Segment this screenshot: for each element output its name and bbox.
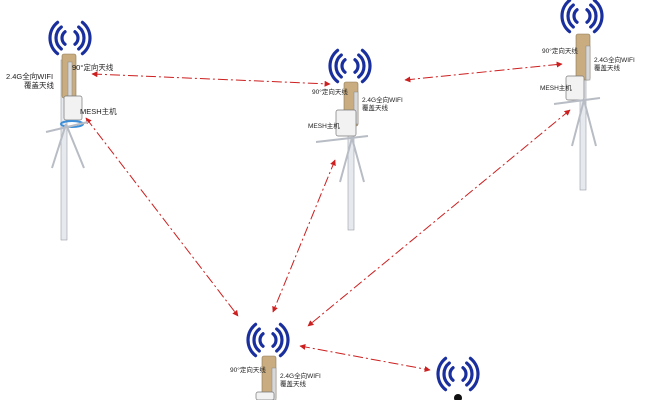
omni-antenna-label-line1: 2.4G全向WIFI [6,71,53,81]
mesh-host-box [335,109,357,137]
wifi-wave-arc [340,58,347,74]
node-top-left: 90°定向天线 2.4G全向WIFI 覆盖天线 MESH主机 [6,20,117,241]
wifi-wave-arc [271,332,278,348]
wifi-wave-arc [328,48,340,84]
mesh-host-box [255,391,275,400]
wifi-wave-arc [275,327,284,353]
wifi-wave-arc [278,322,290,358]
wifi-wave-arc [468,356,480,392]
wifi-wave-arc [448,366,455,382]
node-bottom-right-partial [436,356,480,400]
omni-antenna-label-line2: 覆盖天线 [594,63,621,72]
wifi-signal-icon [436,356,480,392]
link-topleft-bottom [85,117,239,317]
omni-antenna [585,45,591,81]
mesh-host-label: MESH主机 [308,121,340,130]
mount-arms [315,135,369,183]
mount-arms [553,97,601,147]
wifi-signal-icon [328,48,372,84]
antenna-top [454,394,462,400]
sector-antenna-label: 90°定向天线 [230,365,266,374]
wifi-wave-arc [360,48,372,84]
omni-antenna-label-line1: 2.4G全向WIFI [280,371,321,380]
mesh-host-box [565,75,585,101]
wifi-wave-arc [436,356,448,392]
sector-antenna-label: 90°定向天线 [542,46,578,55]
sector-antenna-label: 90°定向天线 [312,87,348,96]
link-topcenter-topright [404,61,563,83]
wifi-wave-arc [48,20,60,56]
wifi-wave-arc [592,0,604,34]
links [85,61,571,372]
wifi-wave-arc [572,8,579,24]
wifi-wave-arc [560,0,572,34]
link-topleft-topcenter [91,71,331,87]
node-bottom-center: 90°定向天线 2.4G全向WIFI 覆盖天线 [230,322,321,400]
omni-antenna-label-line1: 2.4G全向WIFI [594,55,635,64]
wifi-wave-arc [461,366,468,382]
mesh-host-label: MESH主机 [80,106,117,116]
wifi-signal-icon [246,322,290,358]
wifi-wave-arc [589,3,598,29]
omni-antenna-label-line2: 覆盖天线 [280,379,307,388]
omni-antenna [271,367,277,400]
wifi-wave-arc [60,30,67,46]
link-bottom-bottomright [299,344,431,372]
wifi-wave-arc [334,53,343,79]
wifi-wave-arc [465,361,474,387]
wifi-wave-arc [442,361,451,387]
omni-antenna-label-line2: 覆盖天线 [362,103,389,112]
wifi-wave-arc [566,3,575,29]
omni-antenna-label-line2: 覆盖天线 [24,80,54,90]
wifi-wave-arc [357,53,366,79]
wifi-wave-arc [246,322,258,358]
link-topcenter-bottom [272,159,336,313]
link-topright-bottom [307,109,571,327]
wifi-wave-arc [54,25,63,51]
mesh-host-label: MESH主机 [540,83,572,92]
wifi-wave-arc [73,30,80,46]
omni-antenna-label-line1: 2.4G全向WIFI [362,95,403,104]
node-top-center: 90°定向天线 2.4G全向WIFI 覆盖天线 MESH主机 [308,48,403,231]
node-top-right: 90°定向天线 2.4G全向WIFI 覆盖天线 MESH主机 [540,0,635,191]
wifi-signal-icon [48,20,92,56]
wifi-wave-arc [353,58,360,74]
wifi-wave-arc [585,8,592,24]
wifi-wave-arc [258,332,265,348]
mesh-host-box [63,95,83,121]
wifi-wave-arc [77,25,86,51]
wifi-signal-icon [560,0,604,34]
wifi-wave-arc [80,20,92,56]
sector-antenna-label: 90°定向天线 [72,62,114,72]
wifi-wave-arc [252,327,261,353]
mount-arms [45,121,89,169]
